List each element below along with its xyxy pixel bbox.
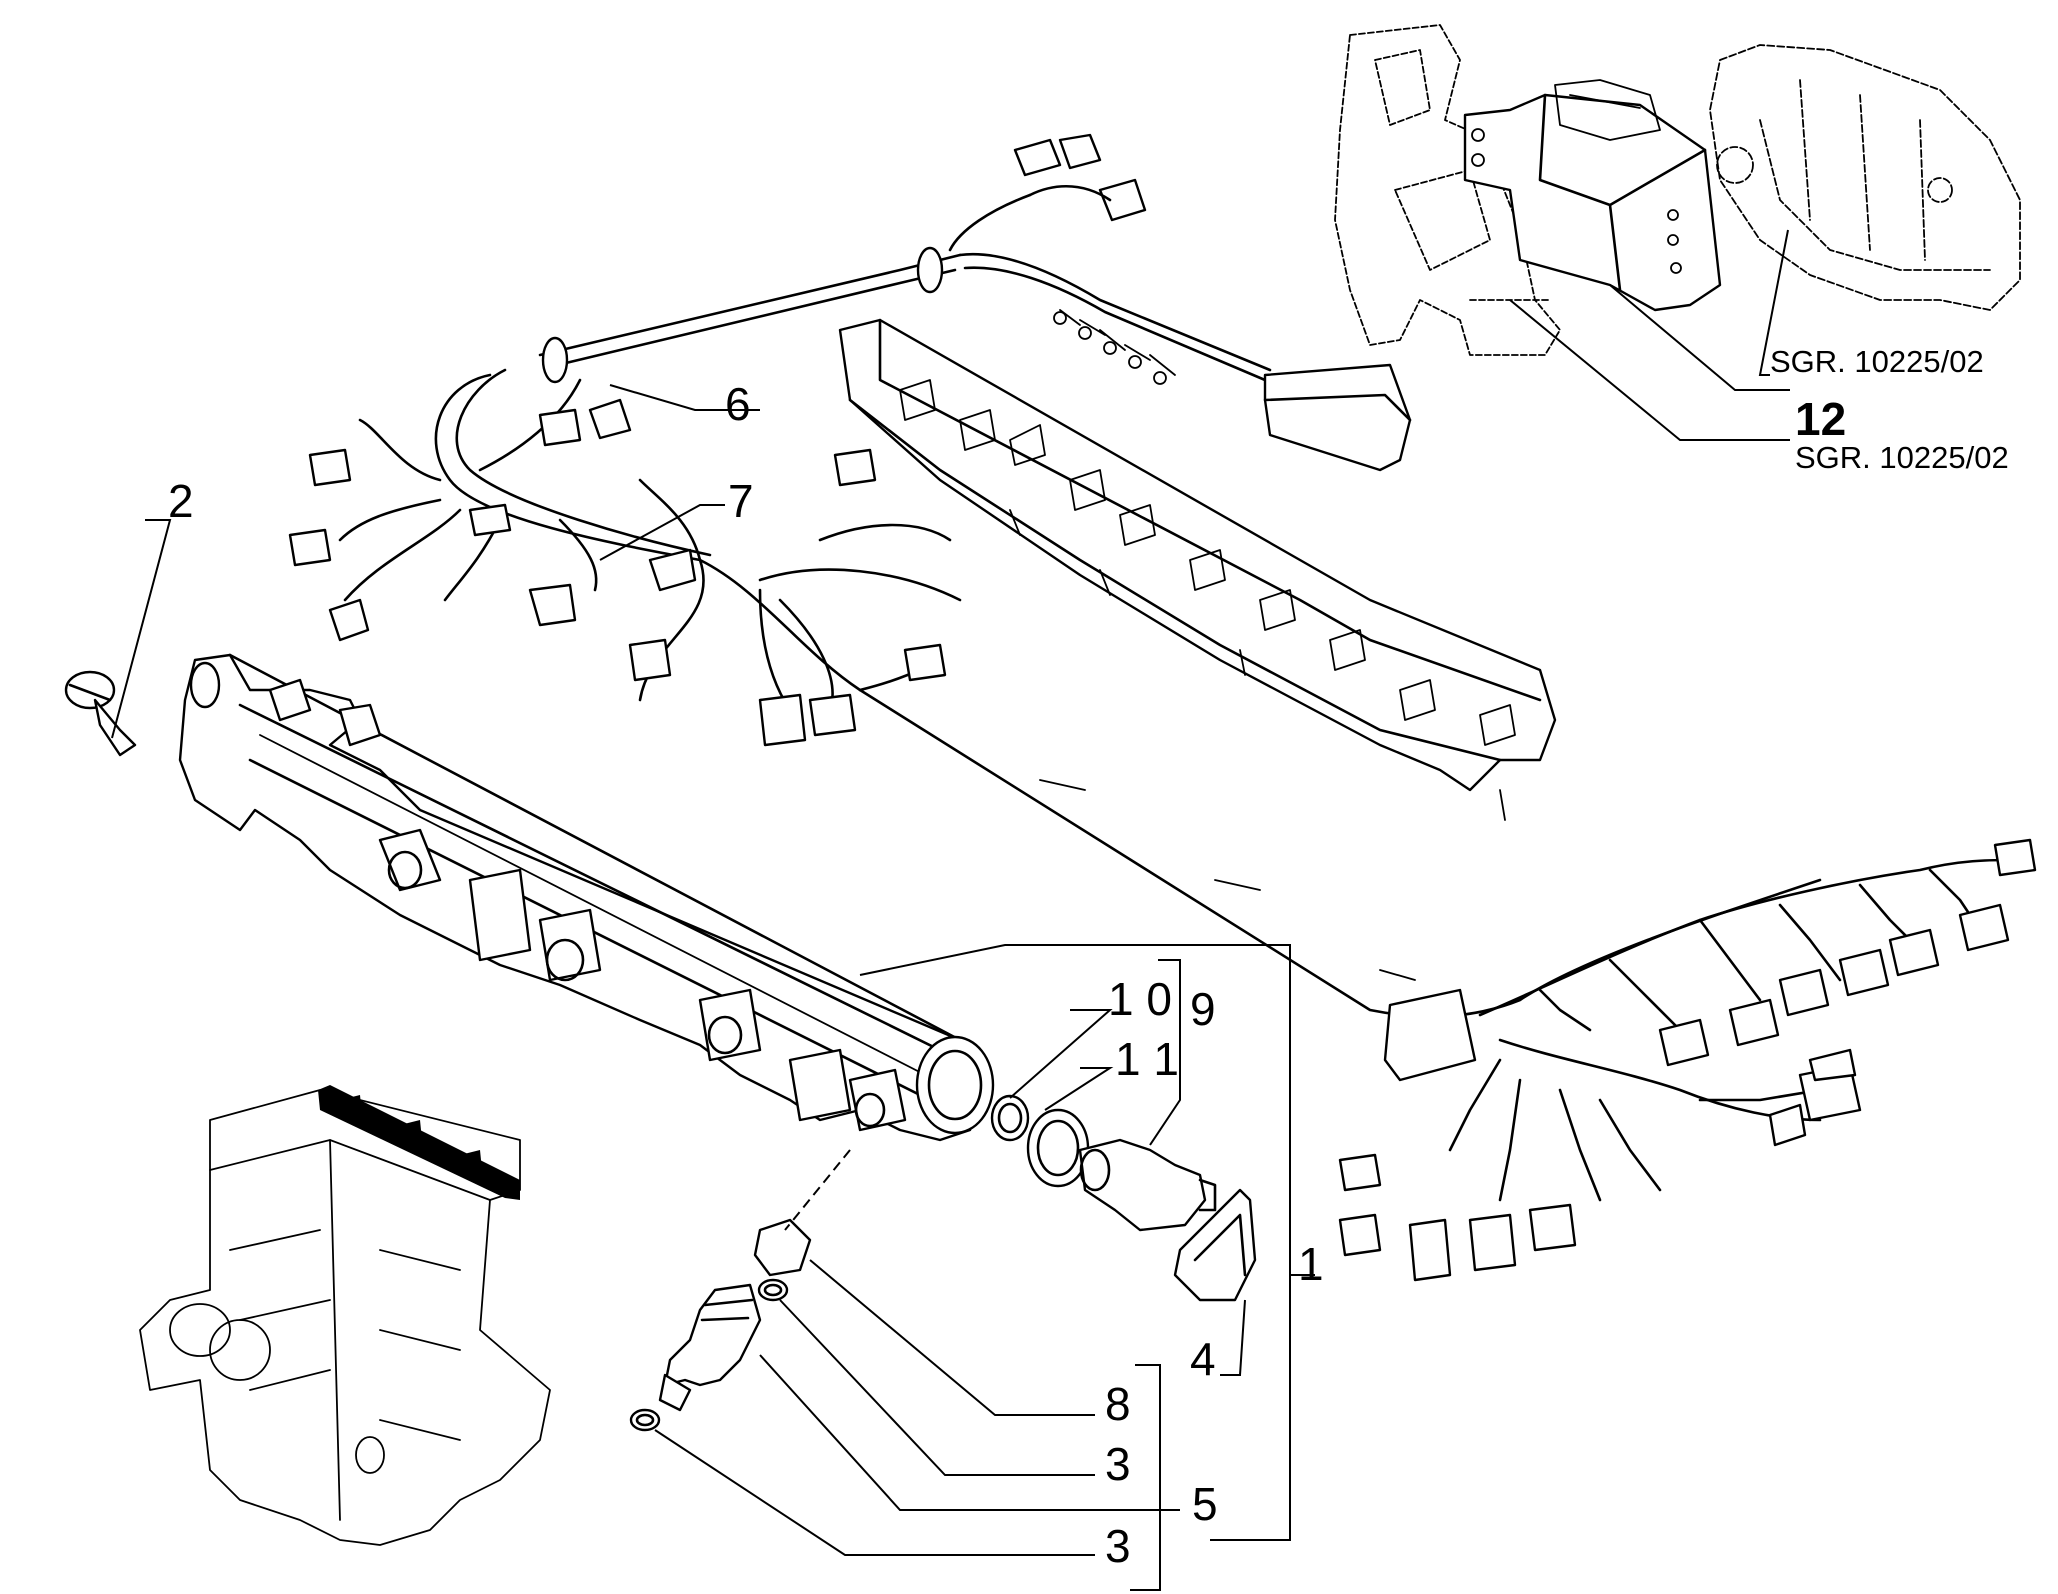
callout-9: 9 <box>1190 983 1216 1035</box>
callout-3-upper: 3 <box>1105 1438 1131 1490</box>
connector-bracket-drawing <box>838 318 1557 821</box>
callout-8: 8 <box>1105 1378 1131 1430</box>
fuel-rail-drawing <box>178 653 995 1142</box>
callout-12: 12 <box>1795 393 1846 445</box>
callout-6: 6 <box>725 378 751 430</box>
callout-4: 4 <box>1190 1333 1216 1385</box>
callout-11: 1 1 <box>1115 1033 1179 1085</box>
callout-2: 2 <box>168 475 194 527</box>
wiring-harness-drawing <box>288 133 2037 1282</box>
reference-sgr-lower: SGR. 10225/02 <box>1795 440 2009 475</box>
engine-inset-drawing <box>139 1085 551 1546</box>
bolt-drawing <box>64 670 137 757</box>
pressure-regulator-drawing <box>990 1094 1257 1302</box>
callout-5: 5 <box>1192 1478 1218 1530</box>
reference-sgr-upper: SGR. 10225/02 <box>1770 344 1984 379</box>
callout-7: 7 <box>728 475 754 527</box>
callout-10: 1 0 <box>1108 973 1172 1025</box>
callout-1: 1 <box>1298 1238 1324 1290</box>
callout-leader-lines <box>111 384 1315 1591</box>
inset-leader-lines <box>1509 229 1790 441</box>
oil-sump-drawing <box>1709 44 2021 311</box>
harness-sleeve-marks <box>1039 779 1416 981</box>
ecu-control-unit-drawing <box>1463 79 1722 312</box>
callout-3-lower: 3 <box>1105 1520 1131 1572</box>
injector-drawing <box>629 1149 851 1432</box>
callout-labels: 2 6 7 1 0 9 1 1 1 4 8 3 5 3 12 SGR. 1022… <box>168 344 2009 1572</box>
ecu-inset <box>1334 24 2021 441</box>
